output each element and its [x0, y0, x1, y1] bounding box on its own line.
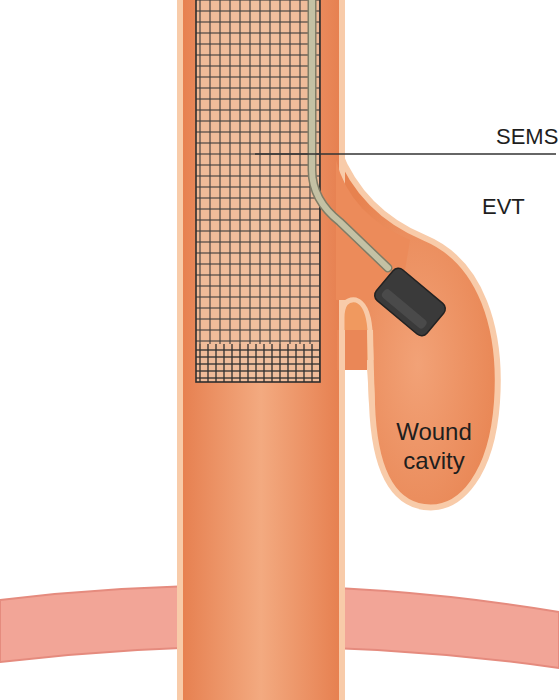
wound-cavity	[338, 150, 498, 507]
part-label: SEMS	[496, 124, 556, 150]
stent	[196, 0, 320, 382]
sponge	[372, 265, 448, 338]
esophagus	[180, 0, 342, 700]
catheter	[312, 0, 388, 268]
region-label: Wound cavity	[372, 418, 496, 476]
part-label: EVT	[482, 194, 542, 220]
leader-line	[255, 153, 556, 154]
